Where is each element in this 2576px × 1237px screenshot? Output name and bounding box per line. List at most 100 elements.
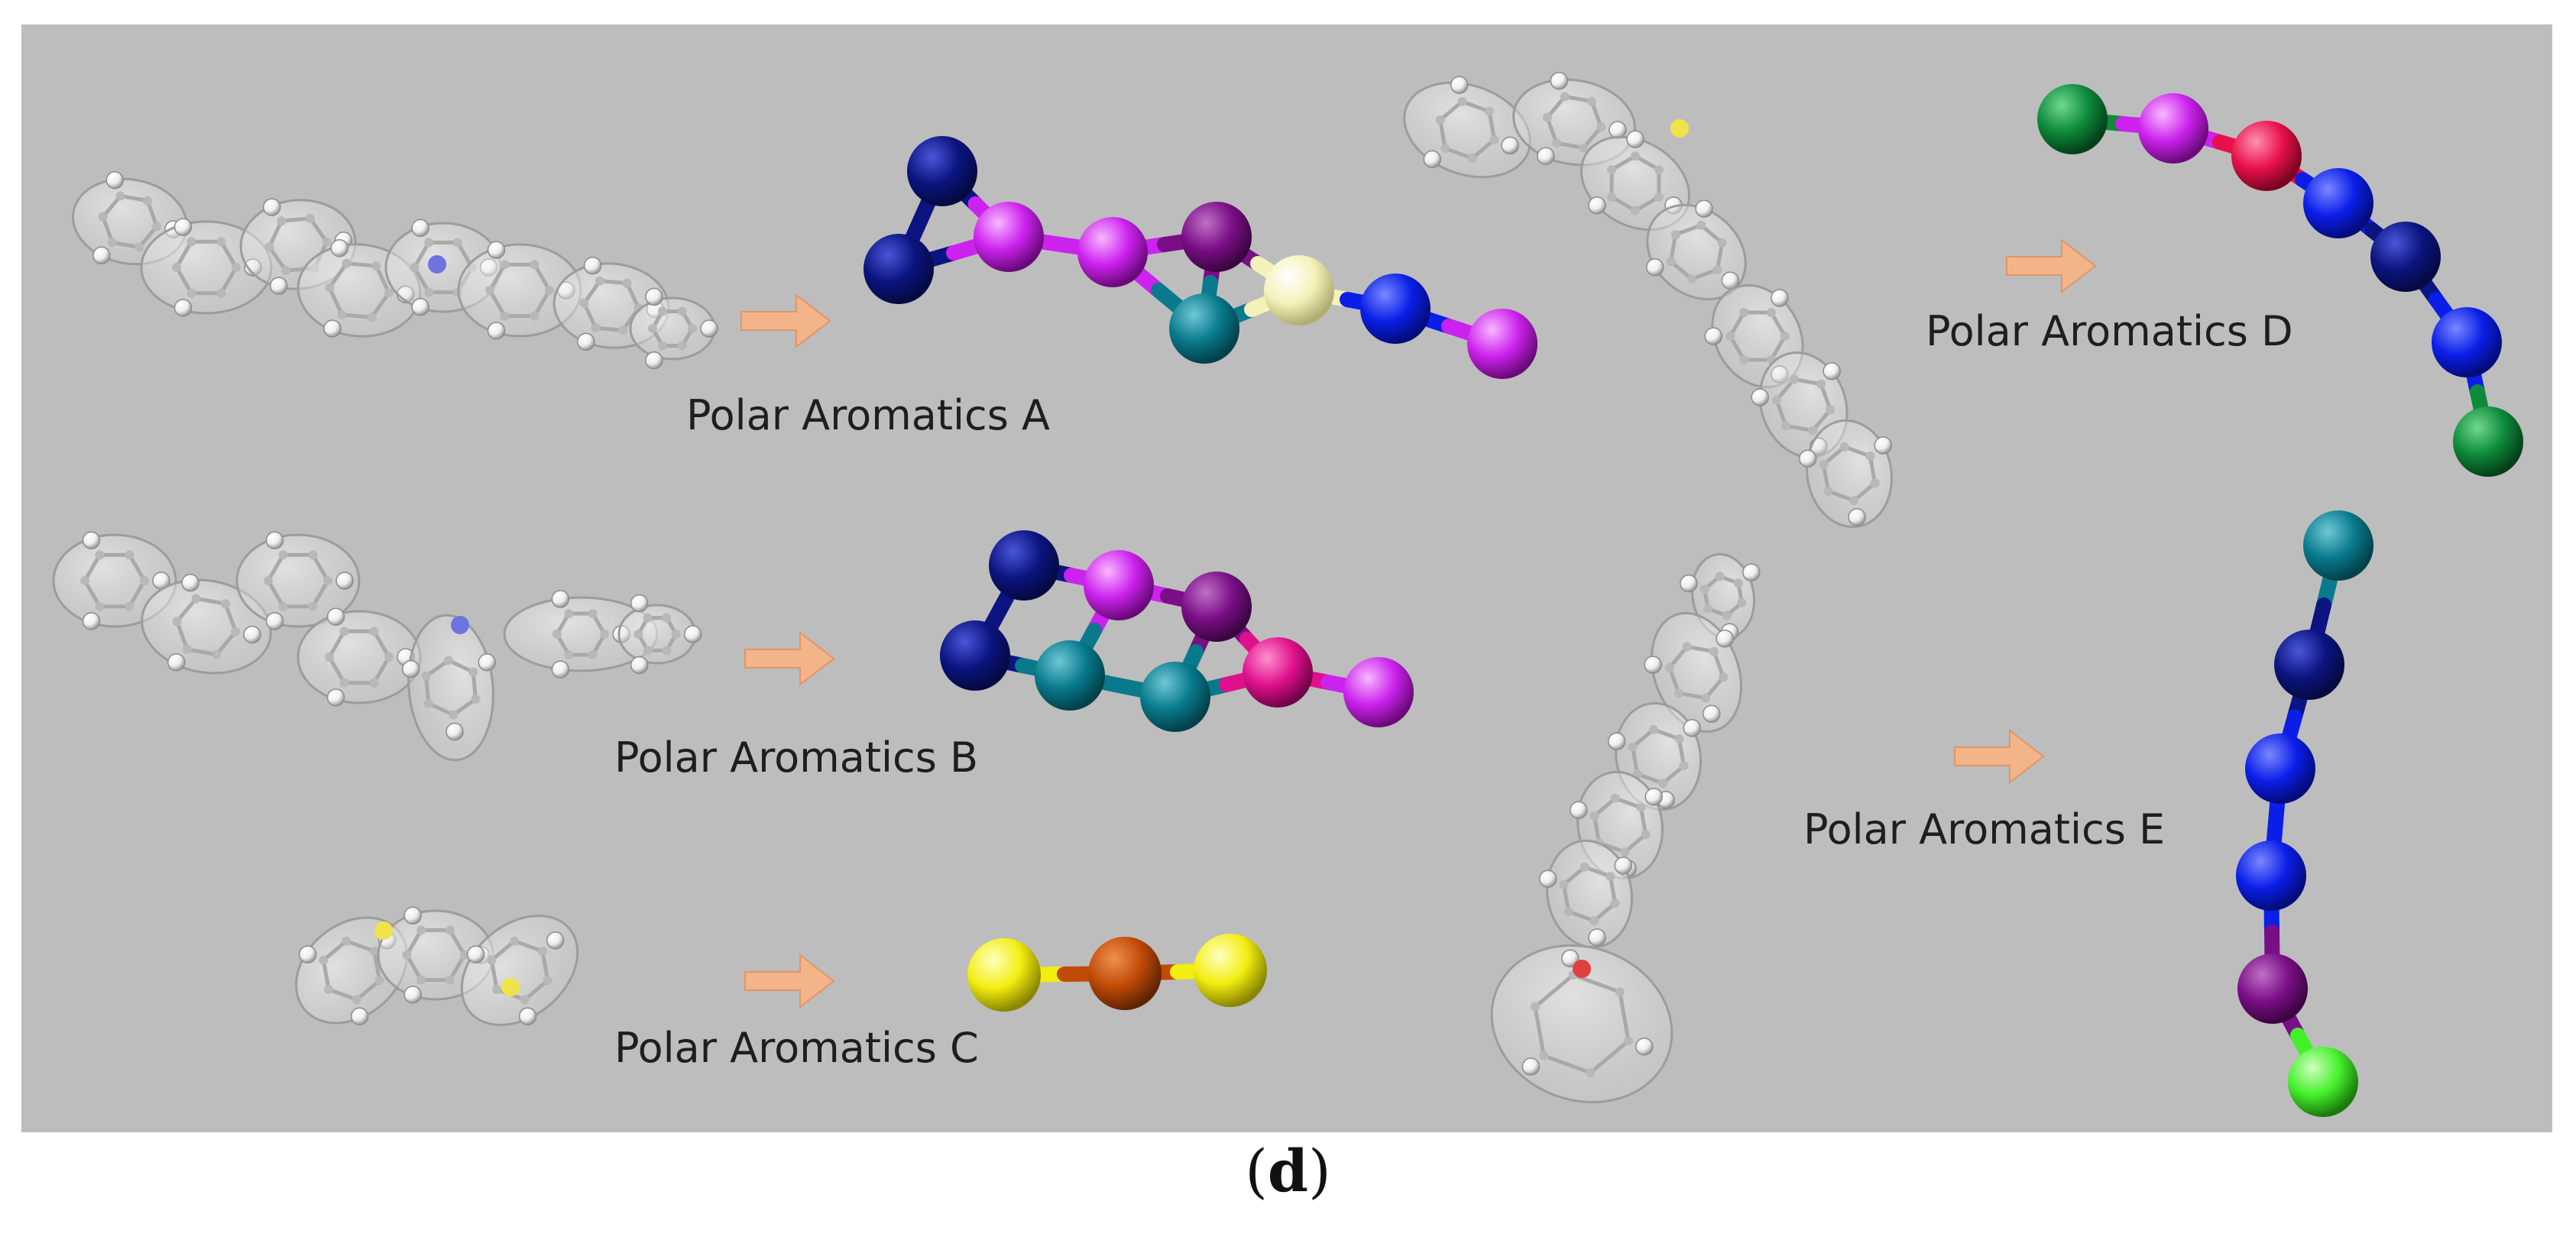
cg-model-e-bead-teal bbox=[2303, 510, 2373, 581]
molecule-e-atomistic-ring-carbon bbox=[1715, 572, 1725, 581]
molecule-e-atomistic-ring-carbon bbox=[1701, 693, 1711, 703]
molecule-e-atomistic-ring-carbon bbox=[1674, 734, 1684, 744]
molecule-c-atomistic-ring-hydrogen bbox=[518, 1007, 537, 1025]
molecule-c-atomistic-ring-carbon bbox=[416, 925, 426, 935]
molecule-e-atomistic-ring-carbon bbox=[1615, 987, 1625, 997]
molecule-a-atomistic-ring-carbon bbox=[186, 288, 196, 298]
molecule-b-atomistic-ring-carbon bbox=[633, 630, 643, 639]
molecule-e-atomistic-ring-carbon bbox=[1610, 793, 1620, 803]
molecule-c-atomistic-ring-carbon bbox=[487, 955, 497, 965]
cg-model-e-bead-blue bbox=[2245, 733, 2315, 804]
molecule-a-atomistic-ring-hydrogen bbox=[700, 319, 718, 338]
molecule-e-atomistic-ring-carbon bbox=[1709, 646, 1719, 656]
molecule-b-atomistic-ring-carbon bbox=[339, 678, 349, 688]
molecule-b-atomistic-ring-hydrogen bbox=[401, 659, 420, 678]
molecule-b-atomistic-ring-hydrogen bbox=[683, 625, 702, 643]
molecule-d-atomistic-ring-carbon bbox=[1596, 122, 1606, 132]
molecule-a-atomistic-ring-carbon bbox=[452, 238, 462, 248]
molecule-d-atomistic-ring-carbon bbox=[1631, 151, 1640, 161]
molecule-d-atomistic-ring-carbon bbox=[1579, 143, 1589, 153]
cg-model-d bbox=[2037, 84, 2523, 477]
molecule-e-atomistic-ring-hydrogen bbox=[1644, 656, 1662, 674]
cg-model-c-bead-yellow bbox=[1194, 934, 1267, 1007]
molecule-a-atomistic-ring-carbon bbox=[325, 283, 335, 293]
cg-model-b-bead-navy bbox=[989, 530, 1059, 601]
molecule-c-atomistic-ring-hydrogen bbox=[403, 906, 422, 925]
molecule-e-atomistic-ring-carbon bbox=[1719, 672, 1729, 682]
molecule-e-atomistic-ring-hydrogen bbox=[1538, 869, 1557, 888]
molecule-b-atomistic-heteroatom bbox=[451, 616, 469, 634]
molecule-d-atomistic-ring-carbon bbox=[1717, 238, 1727, 248]
molecule-c-atomistic-ring-carbon bbox=[543, 976, 552, 986]
molecule-b-atomistic-ring-hydrogen bbox=[630, 656, 649, 675]
molecule-a-atomistic-ring-carbon bbox=[530, 311, 540, 321]
molecule-d-atomistic-ring-hydrogen bbox=[1588, 196, 1606, 215]
molecule-a-atomistic-ring-carbon bbox=[277, 216, 287, 226]
molecule-d-atomistic-ring-hydrogen bbox=[1704, 327, 1722, 345]
molecule-d-atomistic-ring-carbon bbox=[1739, 308, 1749, 318]
molecule-b-atomistic-ring-carbon bbox=[643, 646, 653, 656]
molecule-e-atomistic-ring-hydrogen bbox=[1569, 801, 1588, 819]
molecule-b-atomistic-ring-hydrogen bbox=[630, 594, 649, 613]
molecule-e-atomistic-ring-hydrogen bbox=[1614, 857, 1632, 875]
molecule-a-atomistic-ring-carbon bbox=[152, 222, 162, 232]
cg-model-a-bead-magenta bbox=[1077, 217, 1148, 287]
coarse-grained-layer bbox=[864, 84, 2523, 1117]
molecule-b-atomistic-ellipsoid bbox=[235, 533, 361, 628]
molecule-a-atomistic-ring-carbon bbox=[678, 341, 687, 351]
cg-model-c-bead-orange bbox=[1088, 937, 1162, 1010]
cg-model-b-bead-magenta bbox=[1343, 657, 1414, 727]
molecule-a-atomistic-heteroatom bbox=[428, 255, 446, 274]
molecule-e-atomistic-ring-carbon bbox=[1674, 688, 1684, 698]
molecule-d-atomistic bbox=[1403, 71, 1894, 529]
molecule-c-atomistic-ring-carbon bbox=[342, 936, 352, 946]
cg-model-a-bead-navy bbox=[864, 234, 934, 304]
molecule-b-atomistic-ring-carbon bbox=[323, 576, 332, 585]
cg-model-a-bead-pale-yellow bbox=[1264, 255, 1334, 325]
molecule-b-atomistic-ring-carbon bbox=[95, 550, 105, 560]
molecule-d-atomistic-ring-carbon bbox=[1542, 112, 1552, 122]
molecule-e-atomistic-ring-hydrogen bbox=[1716, 630, 1734, 648]
molecule-b-atomistic-ring-carbon bbox=[172, 617, 182, 627]
molecule-d-atomistic-ring-hydrogen bbox=[1823, 362, 1841, 380]
molecule-d-atomistic-ring-hydrogen bbox=[1798, 449, 1817, 468]
molecule-b-atomistic-ring-carbon bbox=[552, 630, 562, 639]
label-polar-aromatics-a: Polar Aromatics A bbox=[686, 391, 1050, 439]
molecule-e-atomistic-ring-carbon bbox=[1703, 604, 1713, 614]
molecule-b-atomistic-ring-carbon bbox=[339, 627, 349, 636]
molecule-a-atomistic-ring-hydrogen bbox=[411, 219, 429, 238]
molecule-b-atomistic-ring-carbon bbox=[643, 613, 653, 623]
molecule-c-atomistic-ring-hydrogen bbox=[403, 985, 422, 1004]
molecule-d-atomistic-ring-hydrogen bbox=[1550, 71, 1568, 90]
molecule-d-atomistic-ring-carbon bbox=[1687, 274, 1696, 284]
molecule-b-atomistic-ring-hydrogen bbox=[446, 722, 464, 741]
cg-model-a-bead-magenta bbox=[1467, 309, 1537, 379]
molecule-b-atomistic-ring-carbon bbox=[80, 576, 89, 585]
molecule-d-atomistic-ring-hydrogen bbox=[1423, 150, 1442, 169]
label-polar-aromatics-c: Polar Aromatics C bbox=[614, 1024, 979, 1072]
cg-model-d-bead-crimson bbox=[2231, 121, 2302, 191]
molecule-d-atomistic-ring-carbon bbox=[1823, 486, 1833, 496]
molecule-b-atomistic-ring-hydrogen bbox=[265, 531, 284, 549]
molecule-b-atomistic-ring-carbon bbox=[308, 550, 318, 560]
molecule-d-atomistic-ring-carbon bbox=[1781, 421, 1791, 431]
cg-model-b-bead-teal bbox=[1140, 662, 1210, 732]
molecule-b-atomistic-ring-carbon bbox=[471, 695, 481, 704]
molecule-e-atomistic-heteroatom bbox=[1573, 960, 1591, 978]
molecule-e-atomistic-ring-hydrogen bbox=[1561, 949, 1580, 968]
molecule-e-atomistic-ring-carbon bbox=[1539, 1051, 1549, 1061]
molecule-a-atomistic-ring-hydrogen bbox=[487, 241, 506, 259]
molecule-e-atomistic-ring-carbon bbox=[1628, 742, 1638, 752]
molecule-e-atomistic-ring-hydrogen bbox=[1521, 1057, 1541, 1076]
molecule-d-atomistic-ring-carbon bbox=[1552, 138, 1562, 148]
molecule-c-atomistic-ring-carbon bbox=[374, 976, 384, 986]
molecule-b-atomistic-ring-hydrogen bbox=[181, 573, 199, 592]
molecule-b-atomistic-ring-carbon bbox=[221, 599, 231, 609]
molecule-c-atomistic-ring-carbon bbox=[416, 975, 426, 985]
molecule-d-atomistic-ring-carbon bbox=[1849, 496, 1859, 506]
molecule-d-atomistic-ring-carbon bbox=[1816, 379, 1826, 389]
molecule-b-atomistic-ring-carbon bbox=[325, 653, 334, 662]
molecule-b-atomistic-ring-hydrogen bbox=[326, 607, 345, 626]
skeleton-layer bbox=[52, 71, 1894, 1104]
molecule-d-atomistic-ring-carbon bbox=[1489, 134, 1499, 144]
